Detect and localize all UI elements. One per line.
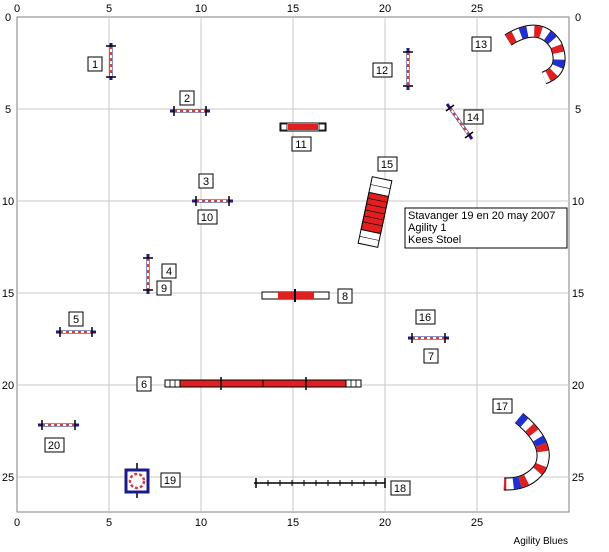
label-4: 4 [161, 263, 177, 279]
svg-text:19: 19 [164, 475, 176, 487]
credit-text: Agility Blues [514, 536, 568, 547]
label-15: 15 [377, 156, 398, 172]
tyre-19 [124, 463, 150, 498]
svg-text:3: 3 [203, 176, 209, 188]
y-tick-left: 15 [2, 288, 14, 300]
svg-text:16: 16 [419, 312, 431, 324]
label-16: 16 [415, 309, 436, 325]
y-tick-right: 20 [572, 380, 584, 392]
svg-text:17: 17 [496, 401, 508, 413]
x-tick-top: 10 [195, 3, 207, 15]
y-tick-right: 15 [572, 288, 584, 300]
x-tick-bottom: 10 [195, 517, 207, 529]
label-19: 19 [160, 472, 181, 488]
tunnel-13 [504, 24, 566, 85]
svg-text:13: 13 [475, 39, 487, 51]
jump-3 [192, 196, 233, 206]
label-10: 10 [197, 209, 218, 225]
svg-text:9: 9 [161, 283, 167, 295]
x-tick-bottom: 5 [106, 517, 112, 529]
dogwalk-6 [164, 377, 362, 390]
y-tick-right: 25 [572, 472, 584, 484]
svg-text:12: 12 [376, 65, 388, 77]
course-info-box: Stavanger 19 en 20 may 2007 Agility 1 Ke… [404, 207, 568, 249]
tunnel-17 [503, 412, 550, 491]
svg-text:15: 15 [381, 159, 393, 171]
jump-14 [445, 103, 474, 140]
jump-7 [408, 333, 449, 343]
y-tick-left: 25 [2, 472, 14, 484]
svg-text:11: 11 [295, 139, 306, 151]
x-tick-bottom: 0 [14, 517, 20, 529]
info-line-event: Stavanger 19 en 20 may 2007 [408, 210, 555, 222]
aframe-15 [357, 176, 393, 248]
label-2: 2 [179, 90, 195, 106]
x-tick-top: 5 [106, 3, 112, 15]
seesaw-8 [261, 289, 330, 302]
svg-text:14: 14 [467, 112, 479, 124]
label-12: 12 [372, 62, 393, 78]
label-20: 20 [44, 437, 65, 453]
y-tick-right: 0 [575, 12, 581, 24]
weave-18 [254, 478, 386, 488]
x-tick-top: 20 [379, 3, 391, 15]
jump-12 [403, 48, 413, 90]
svg-text:1: 1 [92, 59, 98, 71]
svg-text:7: 7 [428, 351, 434, 363]
label-13: 13 [471, 36, 492, 52]
jump-1 [106, 43, 116, 80]
svg-text:8: 8 [342, 291, 348, 303]
bottom-axis: 0 5 10 15 20 25 [14, 517, 483, 529]
y-tick-right: 5 [575, 104, 581, 116]
y-tick-left: 5 [5, 104, 11, 116]
x-tick-bottom: 25 [471, 517, 483, 529]
right-axis: 0 5 10 15 20 25 [572, 12, 584, 484]
svg-text:20: 20 [48, 440, 60, 452]
info-line-class: Agility 1 [408, 222, 447, 234]
label-9: 9 [156, 280, 172, 296]
svg-text:5: 5 [73, 314, 79, 326]
x-tick-top: 15 [287, 3, 299, 15]
label-14: 14 [463, 109, 484, 125]
info-line-judge: Kees Stoel [408, 234, 461, 246]
svg-text:4: 4 [166, 266, 172, 278]
x-tick-bottom: 20 [379, 517, 391, 529]
svg-text:6: 6 [141, 379, 147, 391]
y-tick-left: 10 [2, 196, 14, 208]
jump-5 [56, 327, 96, 337]
label-11: 11 [291, 136, 312, 152]
y-tick-left: 0 [5, 12, 11, 24]
label-1: 1 [87, 56, 103, 72]
y-tick-right: 10 [572, 196, 584, 208]
left-axis: 0 5 10 15 20 25 [2, 12, 14, 484]
x-tick-top: 25 [471, 3, 483, 15]
y-tick-left: 20 [2, 380, 14, 392]
svg-text:10: 10 [201, 212, 213, 224]
svg-text:2: 2 [184, 93, 190, 105]
label-17: 17 [492, 398, 513, 414]
label-3: 3 [198, 173, 214, 189]
label-18: 18 [390, 480, 411, 496]
top-axis: 0 5 10 15 20 25 [14, 3, 483, 15]
jump-11 [279, 122, 327, 132]
x-tick-bottom: 15 [287, 517, 299, 529]
jump-20 [38, 420, 79, 430]
label-6: 6 [136, 376, 152, 392]
jump-4 [143, 254, 153, 294]
jump-2 [170, 106, 210, 116]
label-5: 5 [68, 311, 84, 327]
x-tick-top: 0 [14, 3, 20, 15]
svg-text:18: 18 [394, 483, 406, 495]
label-7: 7 [423, 348, 439, 364]
label-8: 8 [337, 288, 353, 304]
